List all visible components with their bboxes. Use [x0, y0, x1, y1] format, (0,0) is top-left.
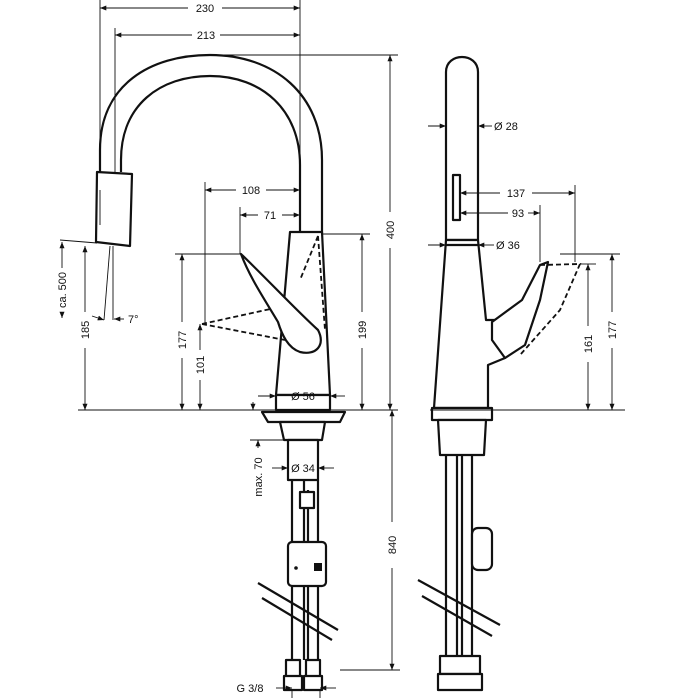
side-weight-box	[470, 526, 494, 572]
dim-400: 400	[385, 221, 397, 239]
dim-ca-500: ca. 500	[57, 272, 69, 308]
dimension-lines	[59, 5, 395, 691]
dim-93: 93	[512, 208, 524, 220]
dim-7-deg: 7°	[128, 314, 139, 326]
dim-diam-28: Ø 28	[494, 121, 518, 133]
side-dimension-lines	[428, 123, 615, 410]
side-handle-dashed	[519, 263, 582, 356]
dim-185: 185	[80, 321, 92, 339]
dim-71: 71	[264, 210, 276, 222]
side-handle-lever	[490, 260, 550, 360]
spout-outline	[98, 53, 324, 233]
dim-g-3-8: G 3/8	[237, 683, 264, 695]
extension-lines	[59, 0, 400, 698]
dim-230: 230	[196, 3, 214, 15]
dim-840: 840	[387, 536, 399, 554]
handle-lever	[239, 252, 322, 354]
side-hoses	[444, 455, 474, 655]
dim-177-side: 177	[607, 321, 619, 339]
side-sleeve	[436, 418, 488, 457]
side-spray-button	[451, 173, 462, 222]
dim-diam-56: Ø 56	[291, 391, 315, 403]
dim-199: 199	[357, 321, 369, 339]
mounting-sleeve	[278, 420, 327, 442]
dim-108: 108	[242, 185, 260, 197]
dim-137: 137	[507, 188, 525, 200]
spray-head	[94, 170, 134, 248]
side-extension-lines	[430, 185, 625, 411]
dim-161: 161	[583, 335, 595, 353]
dim-177: 177	[177, 331, 189, 349]
hose-fittings	[282, 658, 324, 692]
dim-max-70: max. 70	[253, 457, 265, 496]
dim-diam-34: Ø 34	[291, 463, 315, 475]
dim-213: 213	[197, 30, 215, 42]
dim-101: 101	[195, 356, 207, 374]
weight-box	[286, 540, 328, 588]
dim-diam-36: Ø 36	[496, 240, 520, 252]
side-view: Ø 28 137 93 Ø 36 161 177	[417, 56, 625, 692]
front-view: 230 213 108 71 400 199 177 101 185 ca. 5…	[57, 0, 400, 698]
base-plate	[260, 410, 347, 424]
